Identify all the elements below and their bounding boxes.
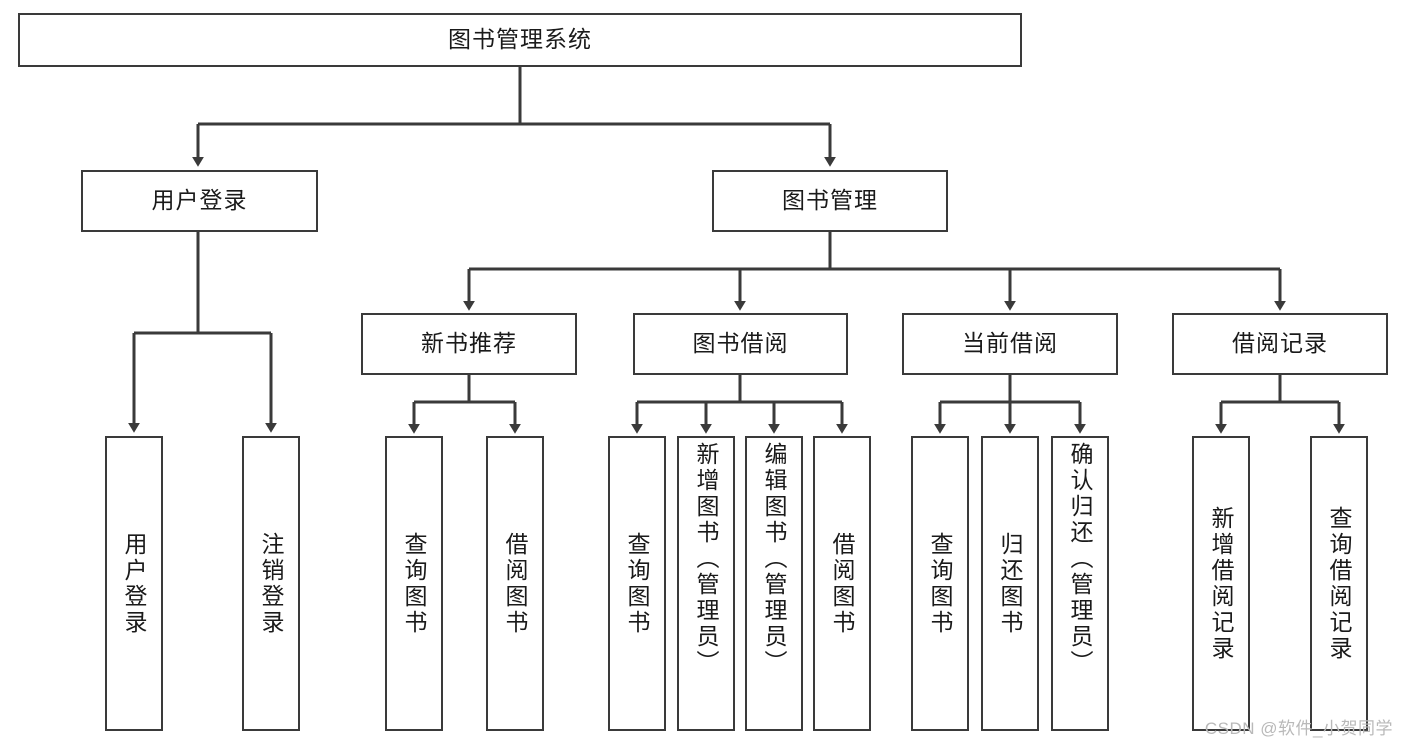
leaf-query-book-borrow[interactable]: 查询图书 [608,436,666,731]
node-label: 编辑图书（管理员） [761,442,787,676]
node-user-login[interactable]: 用户登录 [81,170,318,232]
leaf-query-borrow-record[interactable]: 查询借阅记录 [1310,436,1368,731]
node-borrow-records[interactable]: 借阅记录 [1172,313,1388,375]
node-label: 借阅图书 [502,531,528,636]
node-label: 用户登录 [121,531,147,636]
node-label: 图书管理 [782,187,878,214]
node-label: 查询图书 [624,531,650,636]
node-book-borrow[interactable]: 图书借阅 [633,313,848,375]
node-label: 查询图书 [927,531,953,636]
leaf-borrow-book[interactable]: 借阅图书 [813,436,871,731]
leaf-confirm-return-admin[interactable]: 确认归还（管理员） [1051,436,1109,731]
node-root-system[interactable]: 图书管理系统 [18,13,1022,67]
leaf-user-login[interactable]: 用户登录 [105,436,163,731]
leaf-query-book-current[interactable]: 查询图书 [911,436,969,731]
node-current-borrow[interactable]: 当前借阅 [902,313,1118,375]
node-label: 借阅记录 [1232,330,1328,357]
node-label: 图书管理系统 [448,26,592,53]
node-label: 新增图书（管理员） [693,442,719,676]
csdn-watermark: CSDN @软件_小贺同学 [1204,719,1393,738]
node-book-management[interactable]: 图书管理 [712,170,948,232]
node-label: 借阅图书 [829,531,855,636]
leaf-edit-book-admin[interactable]: 编辑图书（管理员） [745,436,803,731]
node-label: 归还图书 [997,531,1023,636]
leaf-add-book-admin[interactable]: 新增图书（管理员） [677,436,735,731]
node-label: 确认归还（管理员） [1067,442,1093,676]
leaf-borrow-book-recommend[interactable]: 借阅图书 [486,436,544,731]
node-label: 查询借阅记录 [1326,505,1352,662]
node-label: 查询图书 [401,531,427,636]
node-label: 注销登录 [258,531,284,636]
node-label: 新增借阅记录 [1208,505,1234,662]
leaf-return-book[interactable]: 归还图书 [981,436,1039,731]
node-new-book-recommend[interactable]: 新书推荐 [361,313,577,375]
node-label: 用户登录 [151,187,248,214]
node-label: 图书借阅 [692,330,789,357]
leaf-logout-login[interactable]: 注销登录 [242,436,300,731]
leaf-add-borrow-record[interactable]: 新增借阅记录 [1192,436,1250,731]
leaf-query-book-recommend[interactable]: 查询图书 [385,436,443,731]
node-label: 当前借阅 [962,330,1058,357]
node-label: 新书推荐 [421,330,517,357]
